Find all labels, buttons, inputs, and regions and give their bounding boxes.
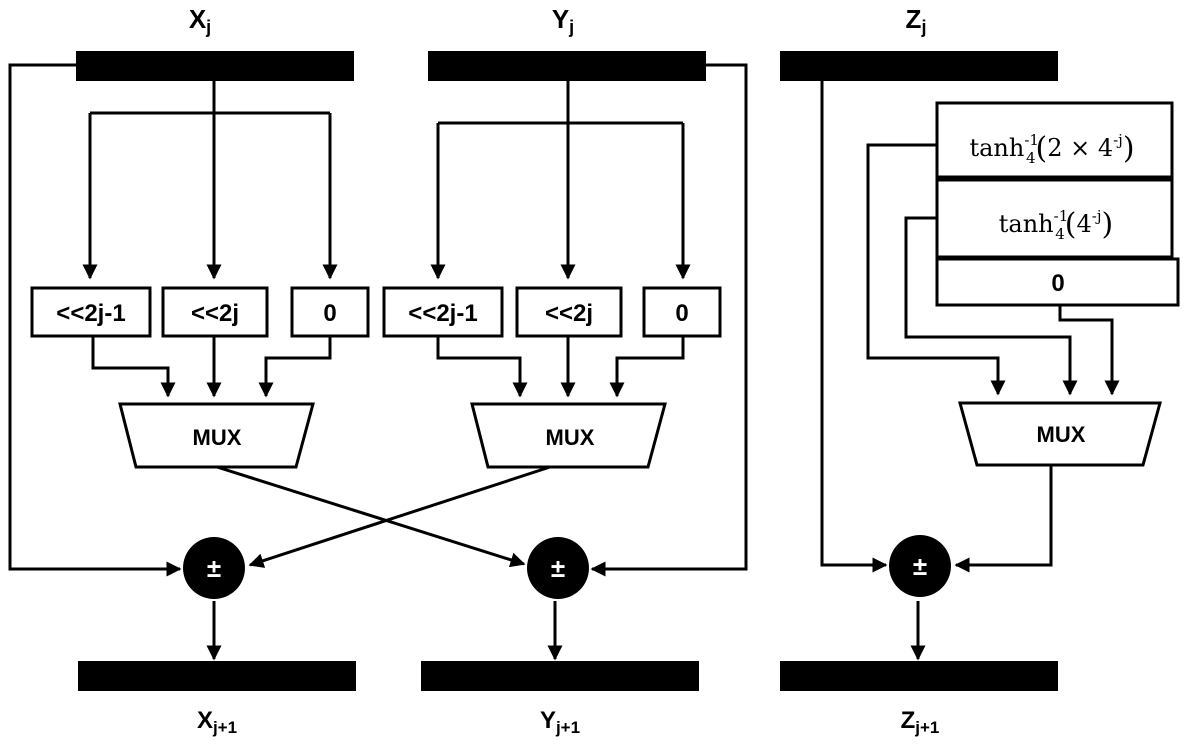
svg-text:MUX: MUX (193, 425, 242, 450)
y-adder: ± (527, 537, 589, 599)
svg-text:<<2j: <<2j (545, 300, 593, 327)
z-mux: MUX (958, 401, 1162, 467)
svg-text:<<2j-1: <<2j-1 (408, 300, 477, 327)
x-shift-a-box: <<2j-1 (30, 286, 152, 338)
svg-text:0: 0 (323, 300, 336, 327)
svg-text:0: 0 (675, 300, 688, 327)
y-input-label: Yj (552, 4, 574, 37)
x-zero-box: 0 (290, 286, 370, 338)
svg-text:tanh-14(4-j): tanh-14(4-j) (999, 207, 1114, 243)
svg-text:±: ± (551, 553, 565, 583)
y-output-label: Yj+1 (540, 707, 580, 737)
x-adder: ± (183, 537, 245, 599)
x-shift-b-box: <<2j (161, 286, 269, 338)
z-wire-const2-to-mux (904, 216, 1078, 396)
svg-text:MUX: MUX (546, 425, 595, 450)
y-wire-shift-a-to-mux (436, 337, 528, 398)
z-wire-const1-to-mux (866, 143, 1006, 396)
y-shift-b-box: <<2j (515, 286, 623, 338)
y-input-register (428, 51, 706, 81)
x-mux-to-y-adder (216, 465, 526, 568)
y-mux: MUX (470, 402, 667, 469)
z-adder: ± (889, 535, 951, 597)
z-output-label: Zj+1 (901, 707, 940, 737)
y-shift-a-box: <<2j-1 (382, 286, 504, 338)
svg-text:0: 0 (1051, 270, 1064, 297)
z-output-register (780, 661, 1058, 691)
z-wire-zero-to-mux (1058, 303, 1120, 396)
z-input-register (780, 51, 1058, 81)
x-output-register (78, 661, 356, 691)
z-mux-to-adder (954, 465, 1053, 573)
svg-text:MUX: MUX (1037, 422, 1086, 447)
x-bypass-wire (8, 63, 182, 577)
svg-text:tanh-14(2 × 4-j): tanh-14(2 × 4-j) (969, 131, 1134, 167)
svg-text:<<2j-1: <<2j-1 (56, 300, 125, 327)
x-output-label: Xj+1 (197, 707, 237, 737)
y-mux-to-x-adder (248, 465, 551, 568)
x-input-register (76, 51, 354, 81)
svg-text:<<2j: <<2j (191, 300, 239, 327)
x-mux: MUX (118, 402, 315, 469)
x-wire-shift-a-to-mux (91, 337, 176, 398)
z-zero-box: 0 (935, 257, 1180, 307)
z-input-label: Zj (906, 4, 927, 37)
y-zero-box: 0 (642, 286, 722, 338)
svg-text:±: ± (207, 553, 221, 583)
y-output-register (421, 661, 699, 691)
x-input-label: Xj (189, 4, 211, 37)
y-bypass-wire (590, 63, 748, 577)
x-wire-zero-to-mux (258, 337, 332, 398)
svg-text:±: ± (913, 551, 927, 581)
z-bypass-wire (820, 81, 888, 573)
wires (8, 63, 1120, 661)
y-wire-zero-to-mux (609, 335, 685, 398)
